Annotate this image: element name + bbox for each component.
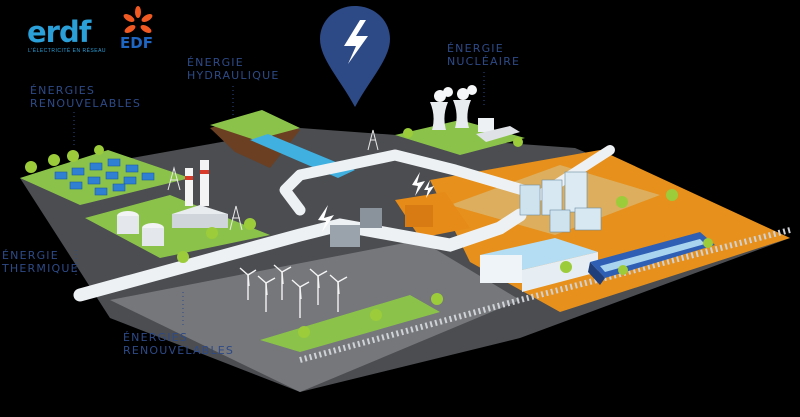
lightning-pin-icon xyxy=(320,6,390,107)
wind-turbines xyxy=(239,264,348,318)
solar-panels xyxy=(54,158,155,196)
white-road xyxy=(73,208,527,302)
hydro-grass xyxy=(210,110,300,140)
city-buildings xyxy=(519,171,602,233)
grass-nuclear-plot xyxy=(395,120,525,155)
substation xyxy=(318,172,434,247)
erdf-logo-word: erdf xyxy=(27,15,91,49)
railway xyxy=(299,227,791,363)
edf-sun-icon xyxy=(123,6,153,33)
label-leaders xyxy=(73,72,485,325)
grass-solar-plot xyxy=(20,150,190,205)
power-pylons xyxy=(167,129,379,231)
trees xyxy=(25,128,713,338)
train-station xyxy=(480,238,598,292)
erdf-logo-tagline: L'ÉLECTRICITÉ EN RÉSEAU xyxy=(28,48,107,54)
nuclear-plant xyxy=(430,85,520,142)
thermal-plant xyxy=(117,160,228,246)
ground-road xyxy=(110,240,520,392)
edf-logo-word: EDF xyxy=(120,34,153,52)
white-road-upper xyxy=(279,149,546,216)
